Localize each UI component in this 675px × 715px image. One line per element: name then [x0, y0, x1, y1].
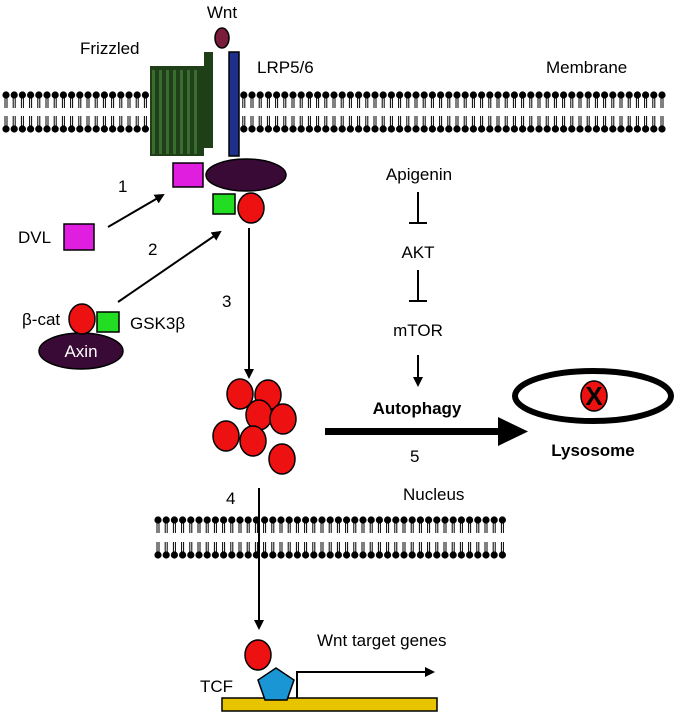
autophagy-label: Autophagy	[373, 399, 462, 418]
beta-cat-circle	[68, 303, 96, 335]
frizzled-receptor	[150, 52, 213, 156]
beta-catenin-cluster	[212, 378, 297, 475]
gsk3b-label: GSK3β	[130, 314, 185, 333]
axin-label: Axin	[64, 342, 97, 361]
dvl-label: DVL	[18, 228, 51, 247]
step-5-label: 5	[410, 447, 419, 466]
tcf-pentagon	[257, 667, 295, 701]
axin-ellipse-complex	[205, 158, 287, 192]
step-1-label: 1	[118, 177, 127, 196]
gsk3b-square-complex	[212, 193, 236, 215]
dna-strand	[221, 697, 438, 712]
mtor-label: mTOR	[393, 321, 443, 340]
gsk3b-square	[96, 311, 120, 333]
arrow-2	[117, 230, 222, 303]
lysosome-label: Lysosome	[551, 441, 634, 460]
apigenin-label: Apigenin	[386, 165, 452, 184]
inhibit-apigenin-akt	[409, 192, 427, 224]
akt-label: AKT	[401, 243, 434, 262]
nuclear-membrane	[154, 516, 506, 559]
beta-cat-label: β-cat	[22, 310, 60, 329]
inhibit-akt-mtor	[409, 270, 427, 302]
tcf-label: TCF	[200, 677, 233, 696]
degradation-x-mark: X	[585, 381, 603, 411]
lrp-label: LRP5/6	[257, 58, 314, 77]
frizzled-label: Frizzled	[80, 39, 140, 58]
step-4-label: 4	[226, 489, 235, 508]
nuclear-beta-cat	[244, 639, 272, 671]
lrp-receptor	[228, 51, 240, 157]
dvl-square	[63, 223, 95, 251]
wnt-ligand	[214, 27, 230, 49]
target-genes-label: Wnt target genes	[317, 631, 446, 650]
plasma-membrane	[2, 91, 666, 133]
transcription-start-arrow	[296, 667, 435, 698]
step-3-label: 3	[222, 292, 231, 311]
dvl-square-complex	[172, 162, 204, 188]
nucleus-label: Nucleus	[403, 485, 464, 504]
arrow-5	[325, 417, 528, 446]
arrow-1	[107, 193, 165, 228]
membrane-label: Membrane	[546, 58, 627, 77]
wnt-label: Wnt	[207, 3, 238, 22]
step-2-label: 2	[148, 240, 157, 259]
beta-cat-circle-complex	[237, 192, 265, 224]
degraded-beta-cat	[580, 380, 608, 412]
